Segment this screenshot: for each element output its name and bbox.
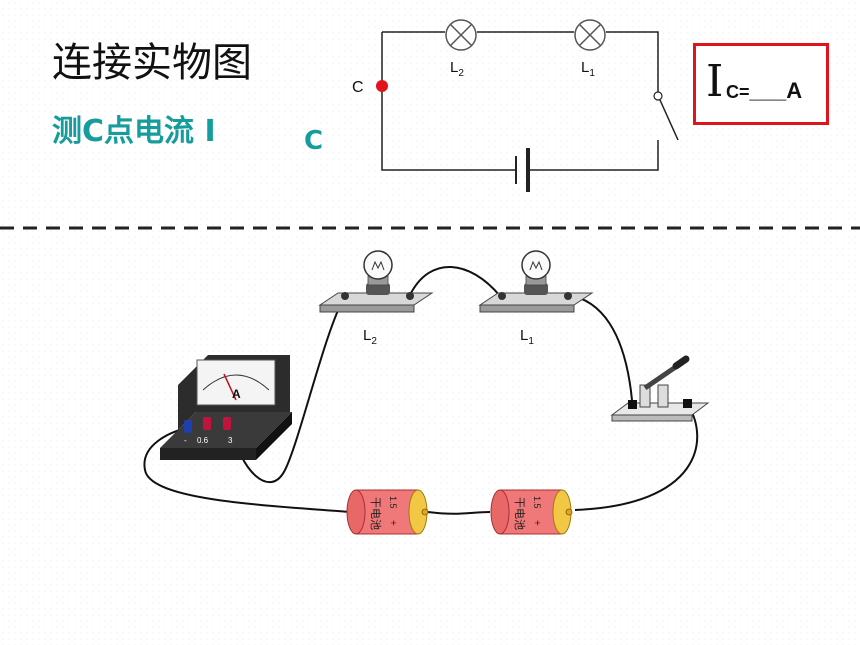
battery-left[interactable]: 干电池 1.5 + [346, 489, 429, 535]
knife-switch[interactable] [610, 355, 710, 422]
lamp-l1-board[interactable] [478, 250, 594, 313]
battery-left-text: 干电池 [369, 497, 382, 530]
schematic-battery-icon [515, 148, 530, 192]
answer-unit: A [786, 78, 803, 103]
ammeter-letter: A [232, 387, 241, 401]
battery-right-text: 干电池 [513, 497, 526, 530]
answer-blank[interactable]: ___ [749, 78, 787, 103]
subtitle: 测C点电流 I C [52, 106, 323, 156]
lamp-l2-bulb-icon [363, 250, 393, 295]
point-c-label: C [352, 79, 364, 96]
battery-right[interactable]: 干电池 1.5 + [490, 489, 573, 535]
battery-left-voltage: 1.5 [388, 496, 398, 509]
schematic-lamp-l1-label: L1 [581, 59, 595, 79]
schematic-lamp-l2-icon [445, 19, 477, 51]
physical-setup: L2 L1 [143, 250, 710, 535]
lamp-l2-label: L2 [363, 327, 377, 347]
ammeter-terminal-3[interactable] [223, 417, 231, 430]
wire-switch-battery [574, 404, 699, 511]
ammeter-terminal-label-3: 3 [228, 436, 233, 445]
page-title: 连接实物图 [52, 40, 252, 86]
lamp-l2-board[interactable] [318, 250, 434, 313]
battery-left-plus: + [387, 520, 398, 526]
answer-box: I C=___A [693, 43, 829, 125]
schematic-wire-bottom-left [381, 32, 516, 171]
schematic-lamp-l2-label: L2 [450, 59, 464, 79]
answer-expression: C=___A [726, 78, 802, 104]
ammeter[interactable]: A - 0.6 3 [160, 355, 292, 460]
schematic-lamp-l1-icon [574, 19, 606, 51]
schematic-wire-bottom-right [528, 140, 659, 171]
current-symbol: I [706, 56, 724, 107]
lamp-l1-label: L1 [520, 327, 534, 347]
schematic-diagram: L2 L1 C [352, 19, 679, 192]
wire-lamp1-switch [567, 294, 633, 401]
subtitle-subscript: C [304, 126, 324, 156]
battery-right-plus: + [531, 520, 542, 526]
measurement-point-c[interactable] [376, 80, 388, 92]
wire-lamp2-lamp1 [409, 266, 501, 297]
lamp-l1-bulb-icon [521, 250, 551, 295]
wire-battery-ammeter [143, 427, 351, 513]
ammeter-terminal-0-6[interactable] [203, 417, 211, 430]
ammeter-terminal-label-negative: - [184, 436, 187, 445]
answer-subscript: C= [726, 82, 750, 102]
wire-ammeter-lamp2 [231, 295, 346, 484]
wire-between-batteries [427, 511, 491, 515]
battery-right-voltage: 1.5 [532, 496, 542, 509]
ammeter-terminal-negative[interactable] [184, 420, 192, 433]
subtitle-text: 测C点电流 I [52, 114, 216, 149]
schematic-switch-icon [653, 91, 679, 141]
ammeter-terminal-label-0-6: 0.6 [197, 436, 209, 445]
schematic-wire-right [606, 31, 659, 92]
